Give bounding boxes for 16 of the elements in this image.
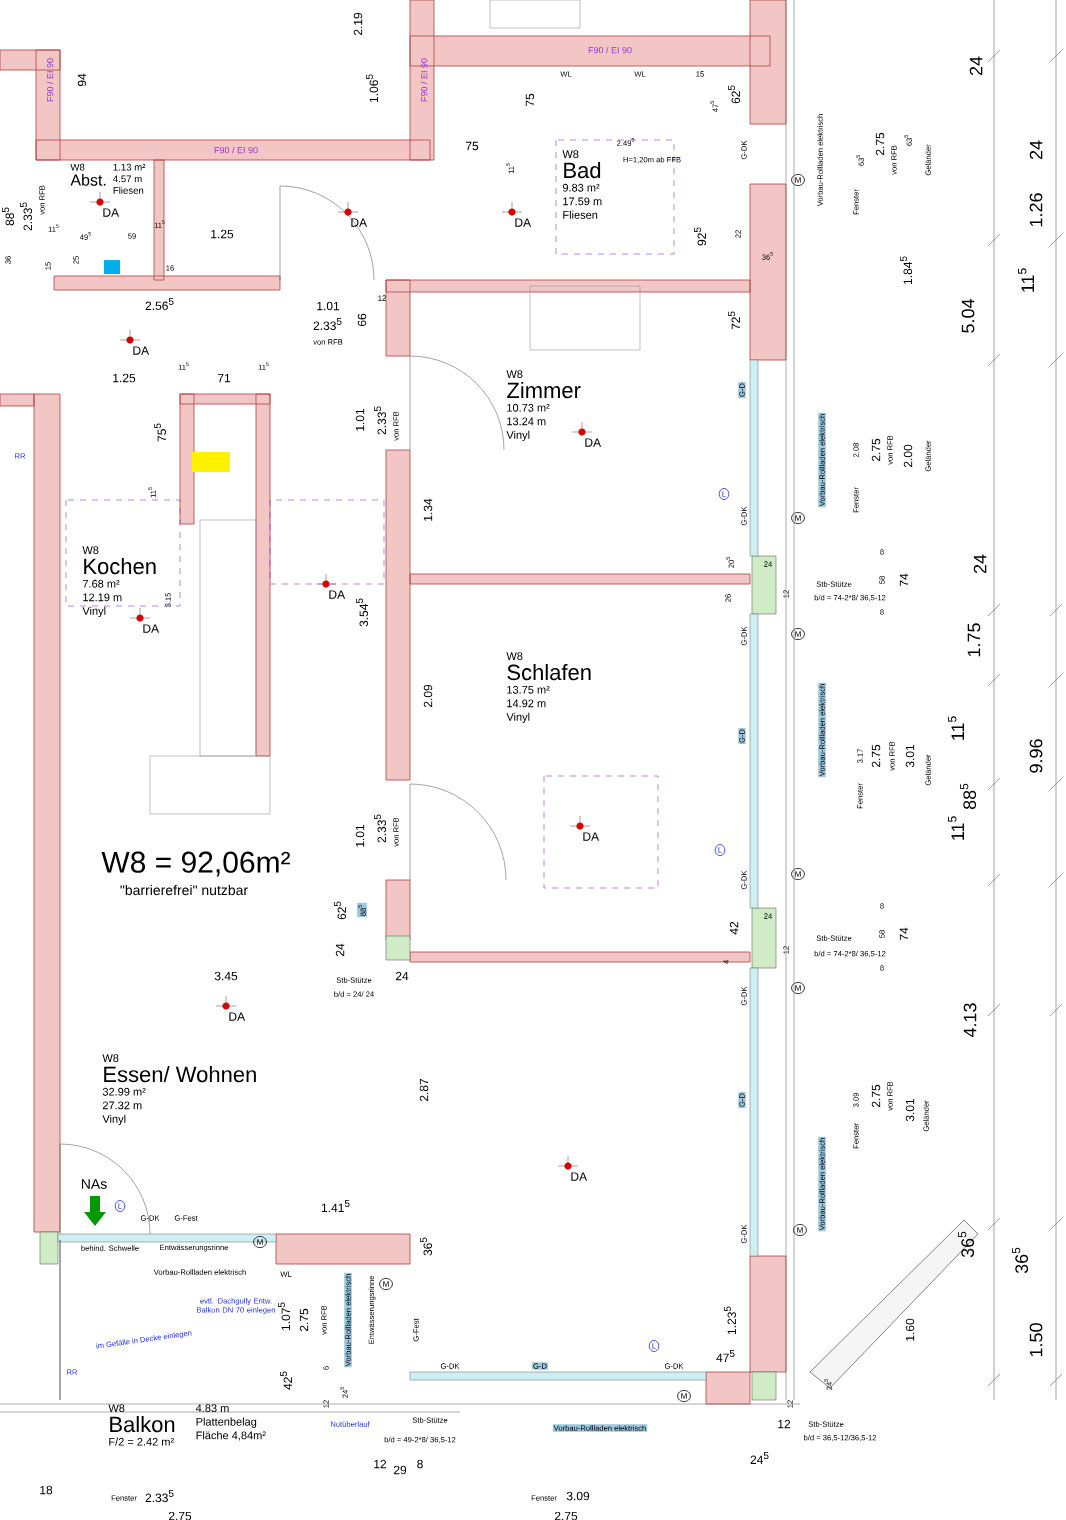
- dimension-text: 5.04: [961, 299, 975, 333]
- dimension-text: 9.96: [1029, 739, 1043, 773]
- dimension-text: 11$^{5}$: [948, 816, 964, 840]
- area-heading: W8 = 92,06m²: [101, 851, 290, 877]
- dimension-text: 24: [973, 554, 987, 574]
- dimension-text: 4.13: [963, 1003, 977, 1038]
- dimension-text: 1.26: [1029, 193, 1043, 227]
- dimension-text: 11$^{5}$: [948, 716, 964, 740]
- dimension-text: 88$^{5}$: [960, 783, 977, 810]
- dimension-text: 36$^{5}$: [1012, 1247, 1029, 1274]
- dimension-text: 11$^{5}$: [1018, 268, 1034, 292]
- dimension-text: 1.50: [1029, 1323, 1043, 1357]
- dimension-text: 24: [969, 56, 983, 76]
- dimension-text: 1.75: [967, 623, 981, 657]
- dimension-text: 36$^{5}$: [958, 1231, 975, 1258]
- dimension-text: 24: [1029, 140, 1043, 160]
